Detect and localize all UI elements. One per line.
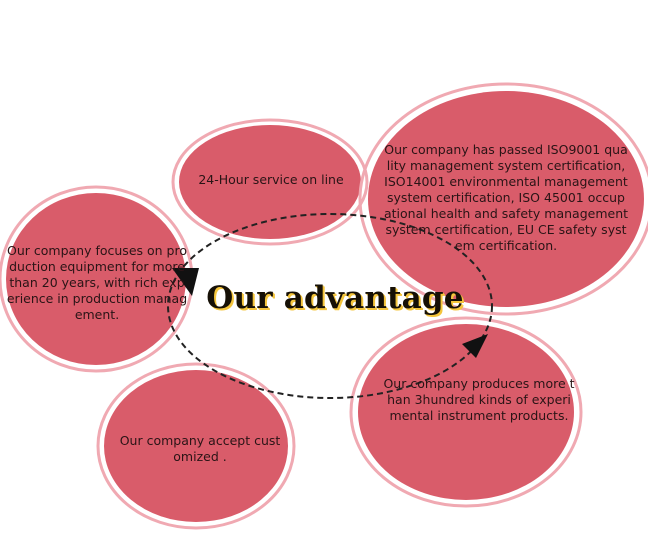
bubble-customized [96,362,296,530]
cycle-loop [167,213,493,399]
bubble-experience-text: Our company focuses on production equipm… [6,243,188,322]
bubble-service [171,118,369,246]
bubble-service-text: 24-Hour service on line [198,172,344,187]
diagram-title: Our advantage [206,280,464,316]
bubble-certification [358,82,648,316]
arrowhead-left [172,268,199,296]
bubble-products-text: Our company produces more than 3hundred … [383,376,575,423]
bubble-customized-text: Our company accept customized . [119,433,281,464]
bubble-products [349,316,583,508]
bubble-certification-text: Our company has passed ISO9001 quality m… [384,142,629,253]
arrowhead-right [462,334,488,358]
